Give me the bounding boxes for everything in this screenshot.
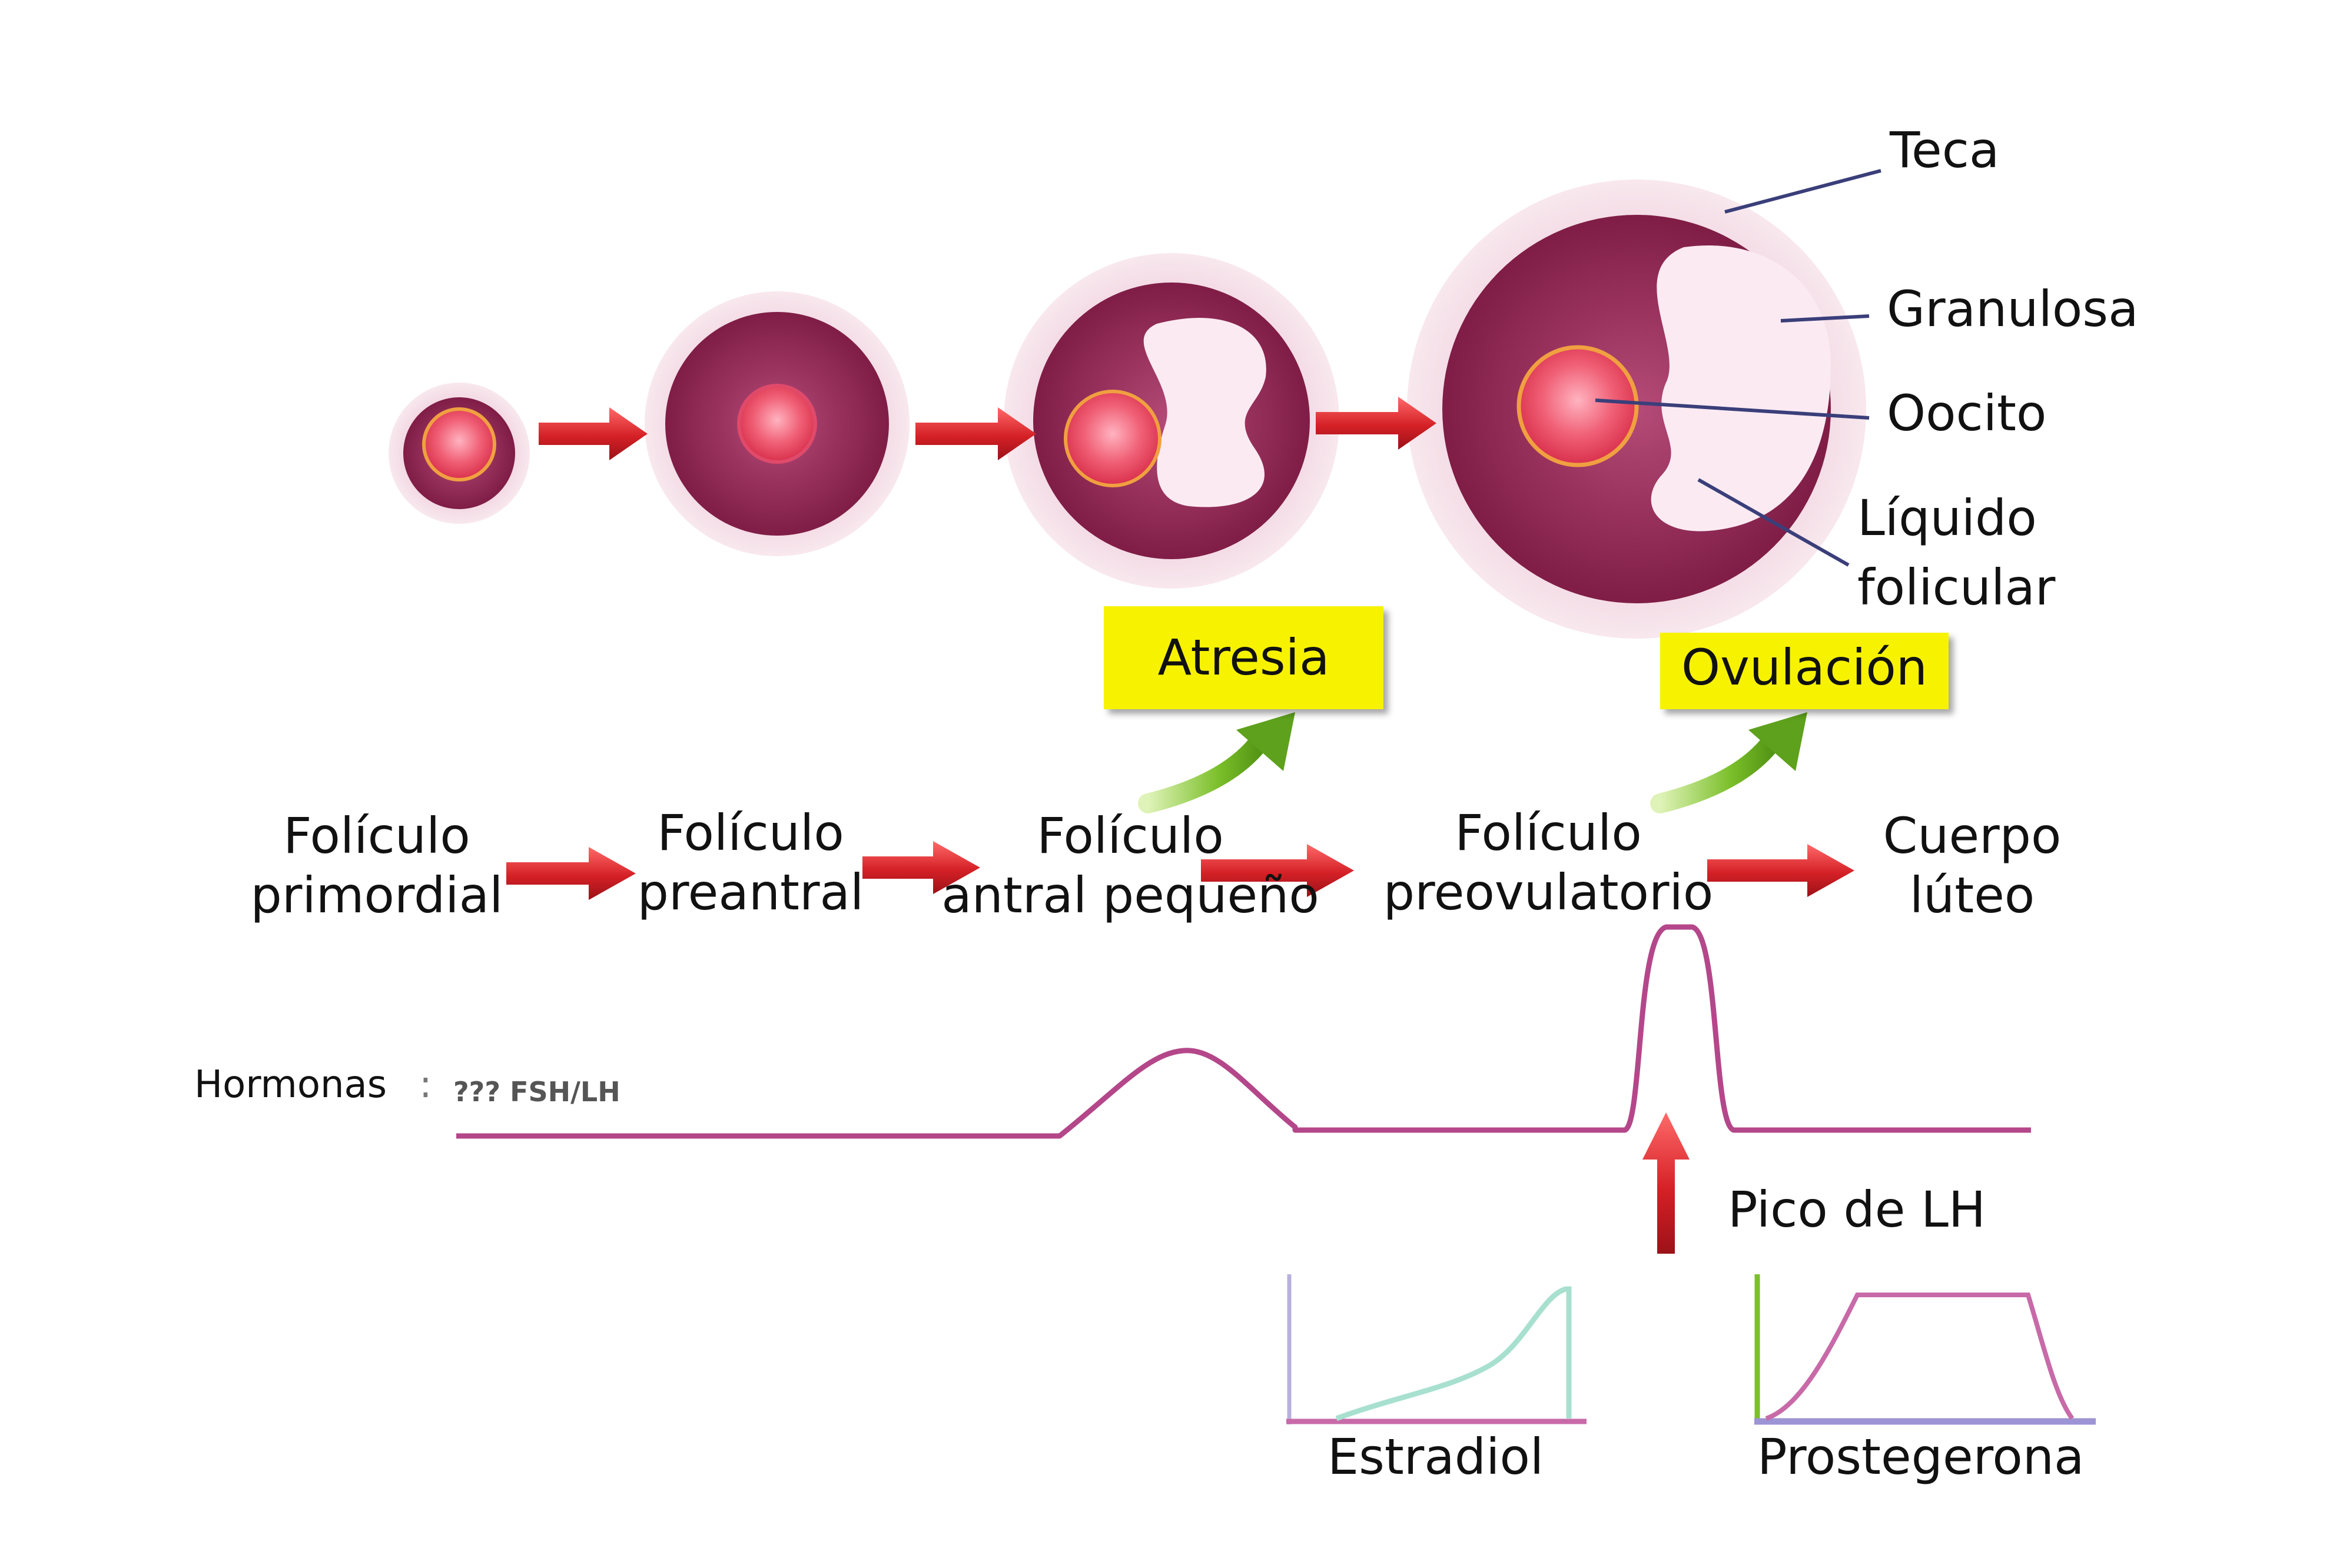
stage-antral: Folículo antral pequeño	[918, 806, 1342, 925]
stage-primordial: Folículo primordial	[235, 806, 518, 925]
progesterone-chart	[1754, 1274, 2096, 1425]
curved-arrow-icon	[1138, 712, 1295, 813]
stage-arrows	[506, 841, 1854, 900]
stage-antral-line1: Folículo	[1037, 807, 1224, 865]
arrow-right-icon	[915, 407, 1036, 460]
follicle-arrows	[539, 397, 1436, 460]
label-liquido-line2: folicular	[1857, 559, 2056, 616]
arrow-up-icon	[1642, 1112, 1690, 1254]
atresia-label: Atresia	[1157, 629, 1330, 686]
label-teca: Teca	[1890, 121, 2000, 179]
stage-preovulatory: Folículo preovulatorio	[1360, 803, 1737, 922]
follicle-primordial	[389, 383, 530, 524]
label-pointers	[1595, 169, 1881, 567]
stage-preantral-line1: Folículo	[657, 804, 844, 862]
atresia-box: Atresia	[1104, 606, 1383, 709]
estradiol-chart	[1286, 1274, 1587, 1424]
progesterone-label: Prostegerona	[1757, 1428, 2085, 1486]
arrow-right-icon	[1201, 844, 1354, 897]
arrow-right-icon	[506, 847, 636, 900]
stage-preovulatory-line1: Folículo	[1455, 804, 1642, 862]
estradiol-label: Estradiol	[1328, 1428, 1544, 1486]
pointer-oocito	[1595, 398, 1870, 420]
arrow-right-icon	[539, 407, 648, 460]
label-granulosa: Granulosa	[1887, 280, 2139, 338]
arrow-right-icon	[1707, 844, 1854, 897]
pointer-liquido	[1697, 478, 1850, 567]
arrow-right-icon	[862, 841, 980, 894]
ovulacion-label: Ovulación	[1681, 639, 1928, 696]
curved-arrow-icon	[1650, 712, 1807, 813]
follicle-preovulatory	[1407, 180, 1866, 639]
hormonas-colon: :	[419, 1063, 432, 1107]
pointer-granulosa	[1780, 314, 1870, 323]
follicle-antral	[1004, 253, 1339, 589]
hormonas-label: Hormonas	[194, 1063, 387, 1107]
fsh-lh-curve	[456, 924, 2031, 1139]
green-arrows	[1138, 712, 1807, 813]
pointer-teca	[1724, 169, 1881, 214]
ovulacion-box: Ovulación	[1660, 633, 1949, 709]
stage-cuerpo-line1: Cuerpo	[1883, 807, 2062, 865]
fsh-lh-label: ??? FSH/LH	[453, 1076, 620, 1108]
stage-primordial-line2: primordial	[250, 866, 503, 924]
stage-preantral-line2: preantral	[637, 863, 864, 921]
stage-cuerpo-line2: lúteo	[1909, 866, 2035, 924]
stage-preantral: Folículo preantral	[612, 803, 889, 922]
pico-lh-label: Pico de LH	[1728, 1181, 1986, 1238]
label-liquido-line1: Líquido	[1857, 489, 2037, 547]
label-oocito: Oocito	[1887, 384, 2047, 442]
arrow-right-icon	[1316, 397, 1436, 450]
stage-preovulatory-line2: preovulatorio	[1383, 863, 1714, 921]
follicle-preantral	[645, 291, 910, 556]
stage-cuerpo-luteo: Cuerpo lúteo	[1849, 806, 2096, 925]
stage-primordial-line1: Folículo	[283, 807, 470, 865]
stage-antral-line2: antral pequeño	[941, 866, 1319, 924]
